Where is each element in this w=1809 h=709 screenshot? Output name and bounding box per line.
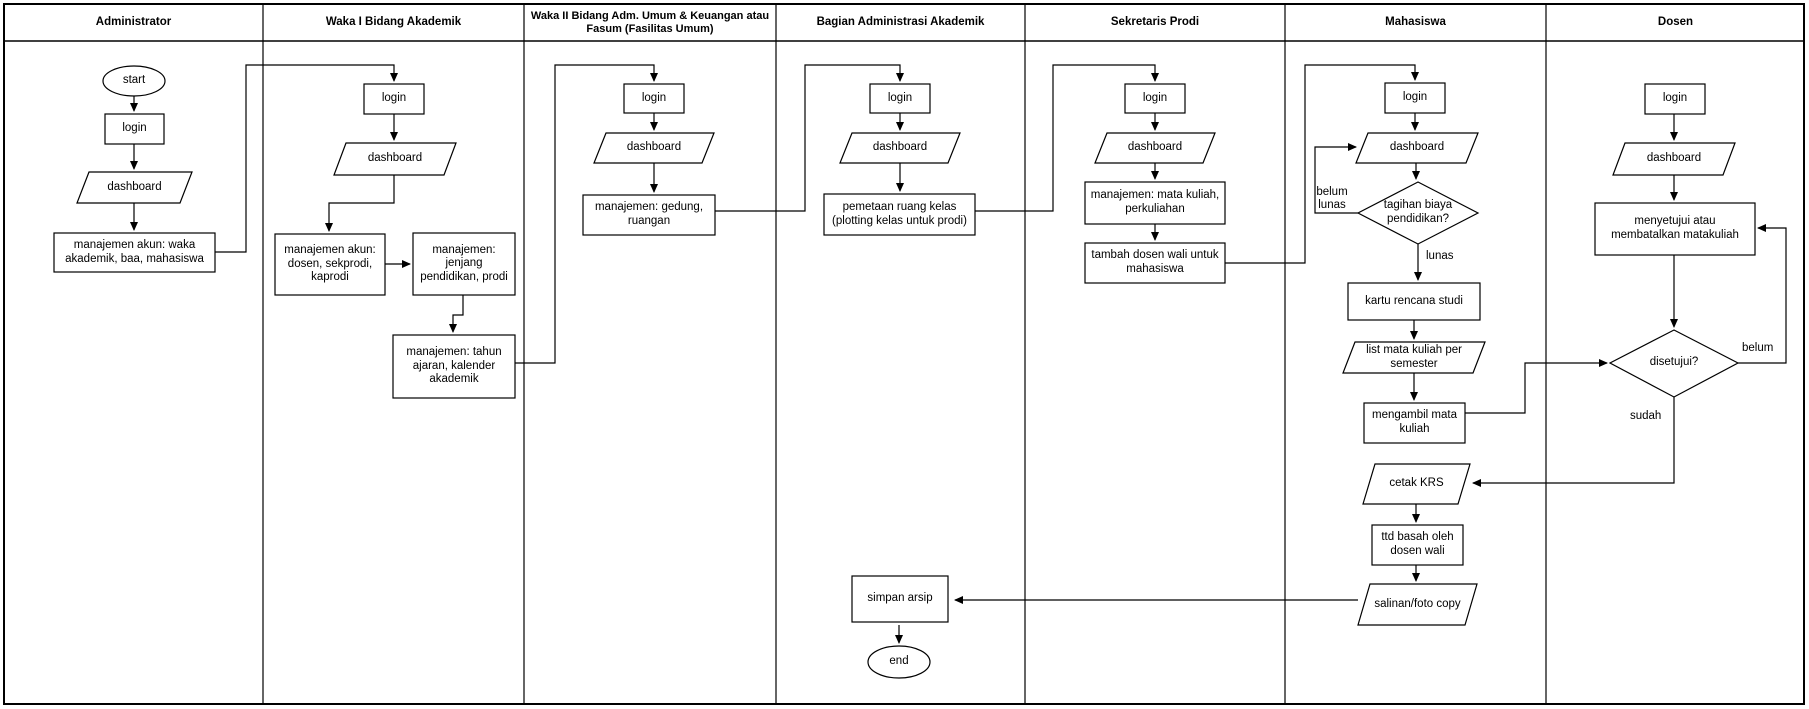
edge-pemetaan-login-sekprodi xyxy=(975,64,1159,212)
edge-label-belum: belum xyxy=(1742,342,1774,354)
edge-akunwaka-login-waka1 xyxy=(215,64,398,253)
dashboard-waka2-shape xyxy=(593,132,715,164)
akun-dosen-shape xyxy=(274,233,386,296)
swimlane-grid xyxy=(3,3,1805,705)
edge-tagihan-belumlunas-dashboard xyxy=(1314,143,1358,214)
ambil-mk-shape xyxy=(1363,402,1466,444)
cetak-krs-shape xyxy=(1362,463,1471,505)
edge-tahunajaran-login-waka2 xyxy=(515,64,658,364)
edge-dashboard-akundosen xyxy=(325,175,395,232)
login-baa-shape xyxy=(869,83,931,114)
node-shapes xyxy=(53,65,1756,679)
lane-title-waka2: Waka II Bidang Adm. Umum & Keuangan atau… xyxy=(530,9,770,35)
salinan-shape xyxy=(1357,583,1478,626)
tahun-ajaran-shape xyxy=(392,334,516,399)
dashboard-sekprodi-shape xyxy=(1094,132,1216,164)
lane-title-baa: Bagian Administrasi Akademik xyxy=(816,15,985,28)
start-terminator-shape xyxy=(102,65,166,97)
edge-ambilmk-disetujui xyxy=(1465,359,1608,414)
tagihan-decision-shape xyxy=(1356,181,1480,245)
login-dosen-shape xyxy=(1644,83,1706,115)
edge-dosenwali-login-mahasiswa xyxy=(1225,64,1419,264)
disetujui-decision-shape xyxy=(1608,329,1740,398)
lane-title-sekprodi: Sekretaris Prodi xyxy=(1110,15,1200,28)
edge-disetujui-sudah-cetakkrs xyxy=(1472,397,1675,487)
gedung-shape xyxy=(582,194,716,236)
dashboard-baa-shape xyxy=(839,132,961,164)
dashboard-waka1-shape xyxy=(333,142,457,176)
lane-title-dosen: Dosen xyxy=(1657,15,1694,28)
dashboard-admin-shape xyxy=(76,171,193,204)
connectors xyxy=(130,64,1787,644)
login-mahasiswa-shape xyxy=(1384,82,1446,114)
ttd-basah-shape xyxy=(1371,524,1464,566)
edge-gedung-login-baa xyxy=(715,64,904,212)
jenjang-shape xyxy=(412,232,516,296)
login-waka1-shape xyxy=(363,83,425,115)
diagram-outer-border xyxy=(3,3,1805,705)
menyetujui-shape xyxy=(1594,202,1756,256)
akun-waka-shape xyxy=(53,232,216,273)
login-admin-shape xyxy=(104,113,165,145)
edge-label-sudah: sudah xyxy=(1630,410,1662,422)
login-waka2-shape xyxy=(623,83,685,114)
simpan-arsip-shape xyxy=(851,575,949,623)
lane-title-waka1: Waka I Bidang Akademik xyxy=(325,15,462,28)
list-mk-shape xyxy=(1342,341,1486,374)
edge-label-lunas: lunas xyxy=(1426,250,1454,262)
edge-jenjang-tahunajaran xyxy=(449,295,464,333)
dashboard-mahasiswa-shape xyxy=(1355,132,1479,164)
lane-title-administrator: Administrator xyxy=(95,15,172,28)
edge-label-belum-lunas: belum lunas xyxy=(1316,186,1348,211)
kartu-rencana-shape xyxy=(1347,282,1481,321)
end-terminator-shape xyxy=(867,645,931,679)
edge-disetujui-belum-menyetujui xyxy=(1738,224,1787,364)
lane-title-mahasiswa: Mahasiswa xyxy=(1385,15,1446,28)
pemetaan-shape xyxy=(823,193,976,236)
dashboard-dosen-shape xyxy=(1612,142,1736,176)
login-sekprodi-shape xyxy=(1124,83,1186,114)
dosen-wali-shape xyxy=(1084,242,1226,284)
mata-kuliah-shape xyxy=(1084,181,1226,225)
